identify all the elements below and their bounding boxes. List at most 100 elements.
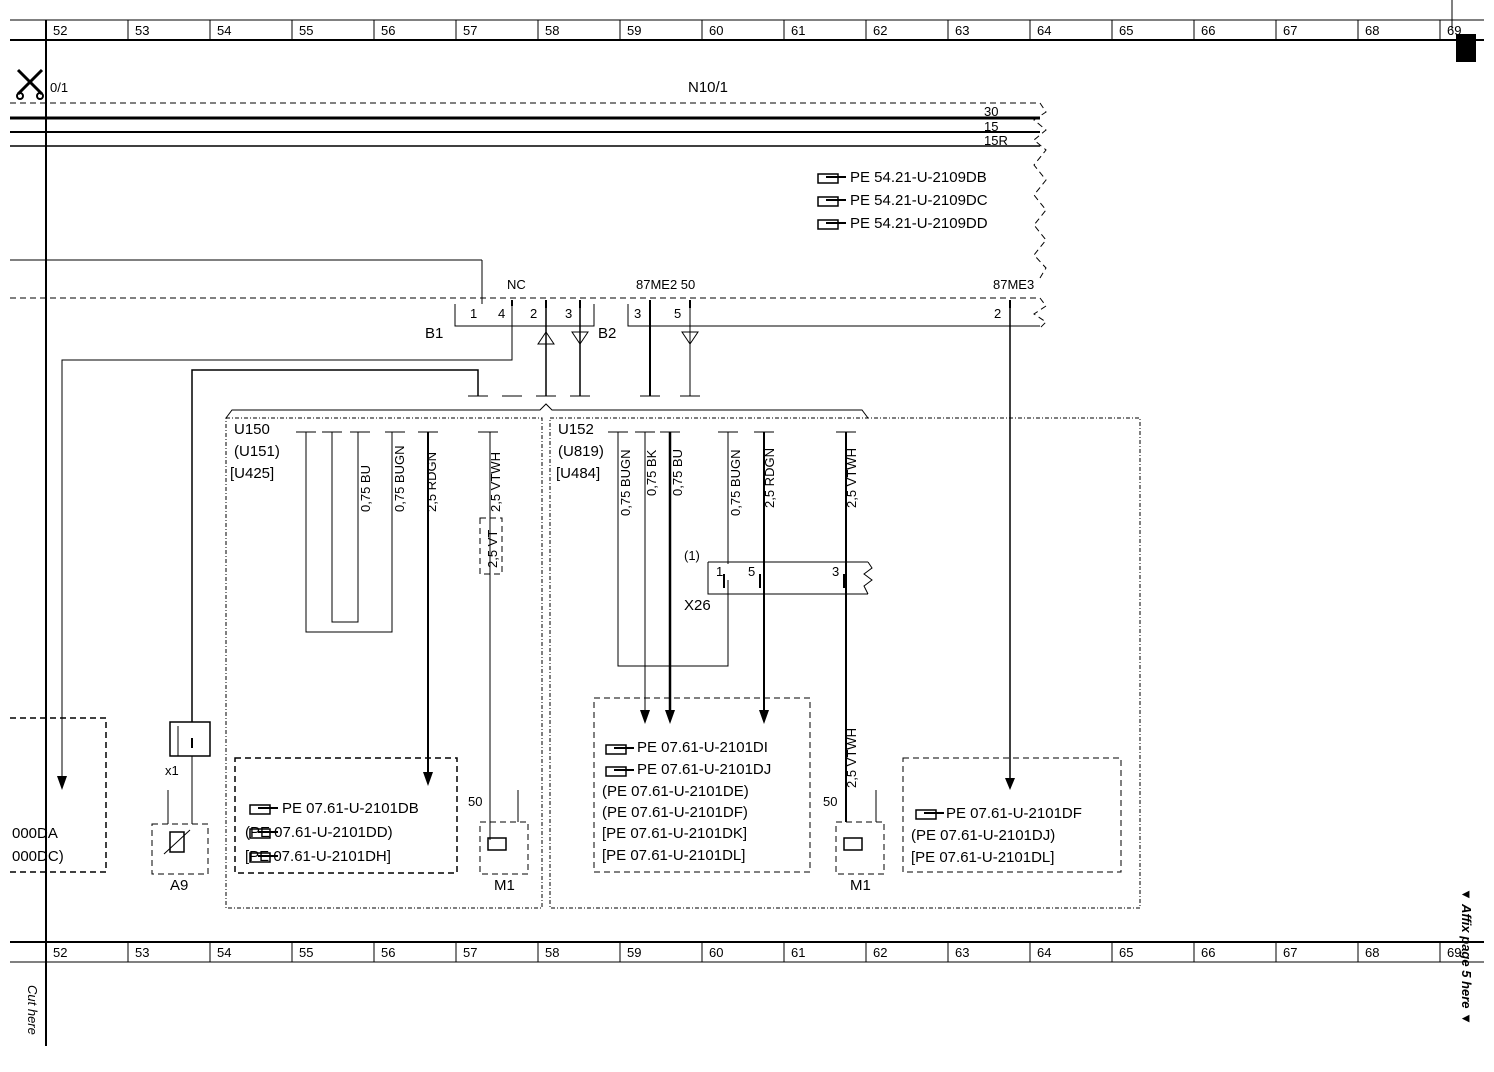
- wire-r-vtwh: 2,5 VTWH: [844, 448, 859, 508]
- top-grid-number: 66: [1201, 23, 1215, 38]
- u150-label: U150: [234, 421, 270, 438]
- relay-a9-label: A9: [170, 877, 188, 894]
- pin-3b: 3: [634, 306, 641, 321]
- bottom-grid-number: 60: [709, 945, 723, 960]
- top-ref-1: PE 54.21-U-2109DB: [850, 169, 987, 186]
- wire-r-rdgn: 2,5 RDGN: [762, 448, 777, 508]
- wire-r-bugn-2: 0,75 BUGN: [728, 450, 743, 516]
- wire-bugn: 0,75 BUGN: [392, 446, 407, 512]
- u152-label: U152: [558, 421, 594, 438]
- left-ref-1: PE 07.61-U-2101DB: [282, 800, 419, 817]
- cut-here-label: Cut here: [25, 985, 40, 1035]
- hand-pointer-icon: [817, 219, 846, 230]
- wire-rdgn: 2,5 RDGN: [424, 452, 439, 512]
- hand-pointer-icon: [605, 744, 634, 755]
- relay-x1-label: x1: [165, 763, 179, 778]
- bottom-grid-number: 63: [955, 945, 969, 960]
- top-grid-number: 59: [627, 23, 641, 38]
- top-grid-number: 58: [545, 23, 559, 38]
- bottom-grid-number: 56: [381, 945, 395, 960]
- top-grid-number: 57: [463, 23, 477, 38]
- top-grid-number: 54: [217, 23, 231, 38]
- mid-ref-5: [PE 07.61-U-2101DK]: [602, 825, 747, 842]
- line-30: 30: [984, 104, 998, 119]
- wire-bu: 0,75 BU: [358, 465, 373, 512]
- left-ref-3: [PE 07.61-U-2101DH]: [245, 848, 391, 865]
- bottom-grid-number: 68: [1365, 945, 1379, 960]
- top-grid-number: 53: [135, 23, 149, 38]
- bottom-grid-number: 65: [1119, 945, 1133, 960]
- bottom-grid-number: 61: [791, 945, 805, 960]
- top-grid-number: 68: [1365, 23, 1379, 38]
- top-refs: PE 54.21-U-2109DB PE 54.21-U-2109DC PE 5…: [817, 169, 988, 232]
- right-connector-label: 87ME3: [993, 277, 1034, 292]
- wire-vtwh: 2,5 VTWH: [488, 452, 503, 512]
- top-grid-number: 61: [791, 23, 805, 38]
- bottom-grid-number: 54: [217, 945, 231, 960]
- motor-pin-right: 50: [823, 794, 837, 809]
- bottom-grid-number: 66: [1201, 945, 1215, 960]
- motor-pin-left: 50: [468, 794, 482, 809]
- fuse-label: 2,5 VT: [485, 530, 500, 568]
- wire-r-bugn: 0,75 BUGN: [618, 450, 633, 516]
- connector-note: (1): [684, 548, 700, 563]
- mid-ref-2: PE 07.61-U-2101DJ: [637, 761, 771, 778]
- mid-ref-6: [PE 07.61-U-2101DL]: [602, 847, 745, 864]
- scissors-icon: [16, 68, 44, 100]
- line-15: 15: [984, 119, 998, 134]
- far-ref-1: PE 07.61-U-2101DF: [946, 805, 1082, 822]
- u425-label: [U425]: [230, 465, 274, 482]
- pin-3: 3: [565, 306, 572, 321]
- hand-pointer-icon: [817, 173, 846, 184]
- bottom-grid-number: 53: [135, 945, 149, 960]
- b2-label: B2: [598, 325, 616, 342]
- top-grid-number: 60: [709, 23, 723, 38]
- hand-pointer-icon: [249, 828, 278, 839]
- mid-ref-3: (PE 07.61-U-2101DE): [602, 783, 749, 800]
- top-grid-number: 55: [299, 23, 313, 38]
- pin-2b: 2: [994, 306, 1001, 321]
- mid-ref-1: PE 07.61-U-2101DI: [637, 739, 768, 756]
- module-label: N10/1: [688, 79, 728, 96]
- left-edge-ref-1: 000DA: [12, 825, 58, 842]
- wire-r-lower: 2,5 VTWH: [844, 728, 859, 788]
- x26-pin-3: 3: [832, 564, 839, 579]
- affix-label: ▼ Affix page 5 here ▼: [1459, 888, 1474, 1025]
- bottom-grid-number: 58: [545, 945, 559, 960]
- relay-a9-icon: [169, 831, 185, 853]
- top-grid-number: 56: [381, 23, 395, 38]
- bottom-grid-number: 55: [299, 945, 313, 960]
- left-edge-ref-2: 000DC): [12, 848, 64, 865]
- hand-pointer-icon: [249, 852, 278, 863]
- far-ref-3: [PE 07.61-U-2101DL]: [911, 849, 1054, 866]
- u484-label: [U484]: [556, 465, 600, 482]
- bottom-grid-number: 52: [53, 945, 67, 960]
- mid-connector-label: 87ME2 50: [636, 277, 695, 292]
- top-ref-2: PE 54.21-U-2109DC: [850, 192, 988, 209]
- top-grid-number: 65: [1119, 23, 1133, 38]
- top-grid-number: 52: [53, 23, 67, 38]
- left-ref-2: (PE 07.61-U-2101DD): [245, 824, 393, 841]
- bottom-grid-number: 64: [1037, 945, 1051, 960]
- page-marker-block: [1456, 34, 1476, 62]
- nc-label: NC: [507, 277, 526, 292]
- power-lines: 30 15 15R: [10, 104, 1040, 148]
- top-grid-number: 67: [1283, 23, 1297, 38]
- x26-pin-1: 1: [716, 564, 723, 579]
- top-ref-3: PE 54.21-U-2109DD: [850, 215, 988, 232]
- hand-pointer-icon: [249, 804, 278, 815]
- bottom-grid-number: 57: [463, 945, 477, 960]
- pin-1: 1: [470, 306, 477, 321]
- motor-right: M1: [850, 877, 871, 894]
- hand-pointer-icon: [817, 196, 846, 207]
- line-15r: 15R: [984, 133, 1008, 148]
- u819-label: (U819): [558, 443, 604, 460]
- u151-label: (U151): [234, 443, 280, 460]
- pin-5: 5: [674, 306, 681, 321]
- bottom-grid-number: 59: [627, 945, 641, 960]
- x26-pin-5: 5: [748, 564, 755, 579]
- hand-pointer-icon: [605, 766, 634, 777]
